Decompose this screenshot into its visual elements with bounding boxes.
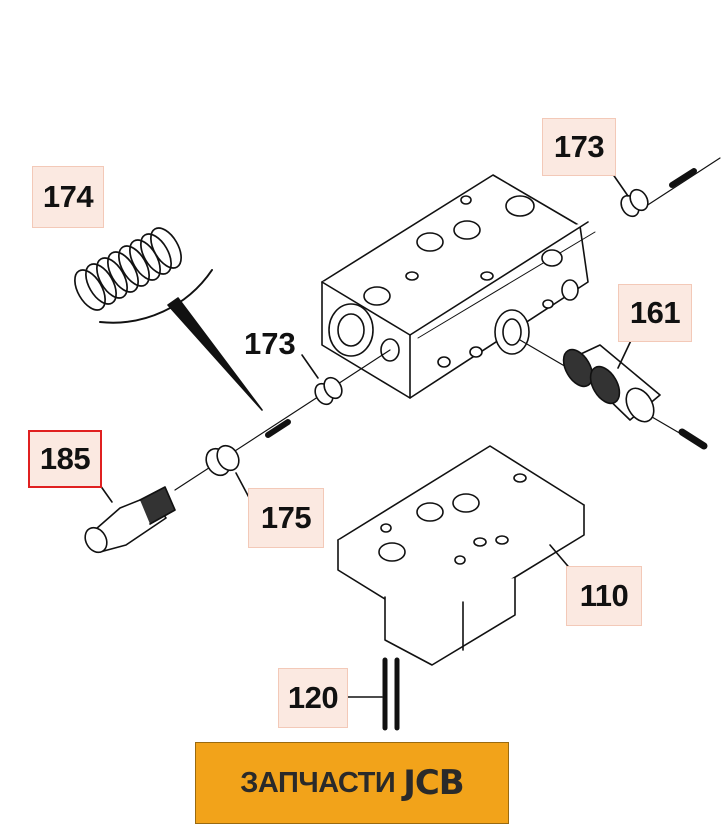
callout-161[interactable]: 161 <box>618 284 692 342</box>
jcb-parts-logo: ЗАПЧАСТИ JCB <box>195 742 509 824</box>
spring-174-detail <box>74 227 263 411</box>
callout-174[interactable]: 174 <box>32 166 104 228</box>
nut-175-part <box>205 444 240 477</box>
plate-110-part <box>337 445 585 666</box>
rod-120-part <box>382 657 400 731</box>
callout-120[interactable]: 120 <box>278 668 348 728</box>
washer-173-parts <box>314 188 649 406</box>
callout-185-selected[interactable]: 185 <box>28 430 102 488</box>
cartridge-185-part <box>84 486 176 554</box>
valve-block <box>321 174 596 399</box>
cartridge-161-part <box>562 344 661 423</box>
callout-173-top[interactable]: 173 <box>542 118 616 176</box>
callout-173-mid[interactable]: 173 <box>244 326 296 361</box>
logo-text: ЗАПЧАСТИ <box>240 766 396 799</box>
callout-175[interactable]: 175 <box>248 488 324 548</box>
logo-brand: JCB <box>403 763 465 803</box>
callout-110[interactable]: 110 <box>566 566 642 626</box>
small-spring-parts <box>265 168 708 450</box>
